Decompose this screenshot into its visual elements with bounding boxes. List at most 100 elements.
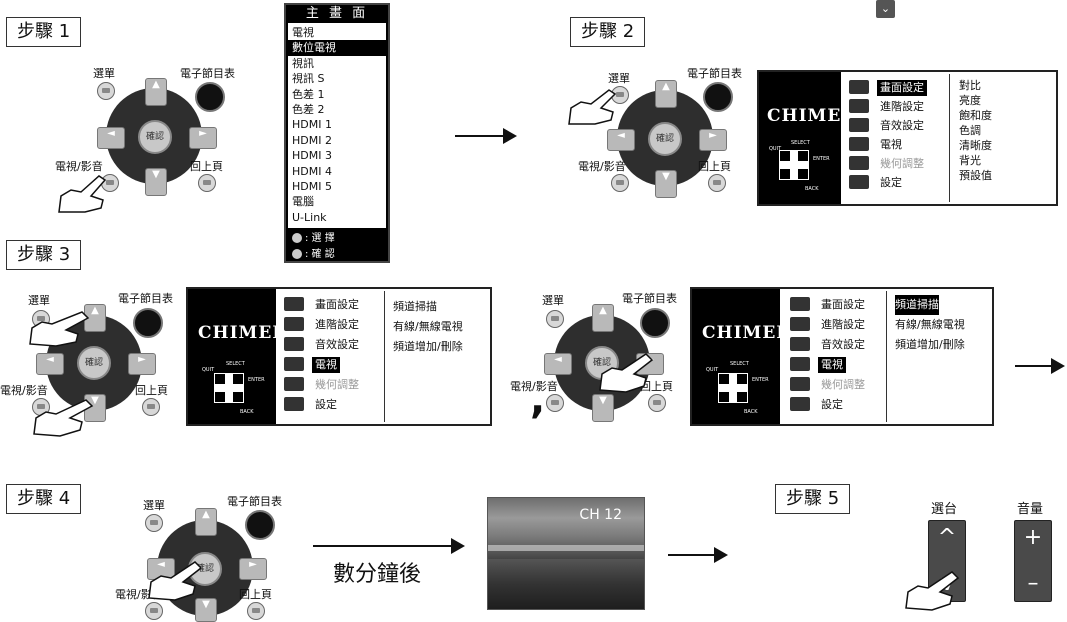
advanced-settings-icon xyxy=(849,99,869,113)
left-arrow-button[interactable]: ◄ xyxy=(97,127,125,149)
epg-button[interactable] xyxy=(703,82,733,112)
down-arrow-button[interactable]: ▼ xyxy=(655,170,677,198)
submenu-item[interactable]: 頻道掃描 xyxy=(895,295,939,315)
menu-button[interactable] xyxy=(546,310,564,328)
back-button[interactable] xyxy=(648,394,666,412)
submenu-item[interactable]: 背光 xyxy=(959,154,981,167)
epg-button[interactable] xyxy=(640,308,670,338)
up-arrow-button[interactable]: ▲ xyxy=(84,304,106,332)
settings-menu-item[interactable]: 幾何調整 xyxy=(790,377,885,393)
back-button[interactable] xyxy=(708,174,726,192)
volume-down-icon[interactable]: – xyxy=(1027,571,1039,596)
left-arrow-button[interactable]: ◄ xyxy=(544,353,572,375)
settings-menu-item[interactable]: 電視 xyxy=(284,357,379,373)
main-menu-item[interactable]: 數位電視 xyxy=(288,40,386,56)
main-menu-item[interactable]: 電視 xyxy=(292,26,314,39)
main-menu-item[interactable]: HDMI 5 xyxy=(292,180,332,194)
settings-menu-item[interactable]: 音效設定 xyxy=(284,337,379,353)
tv-av-button[interactable] xyxy=(546,394,564,412)
main-menu-item[interactable]: 色差 2 xyxy=(292,103,325,117)
back-label: 回上頁 xyxy=(239,588,272,601)
ok-button[interactable]: 確認 xyxy=(188,552,222,586)
sea-wave xyxy=(488,544,644,551)
main-menu-item[interactable]: U-Link xyxy=(292,210,327,224)
down-arrow-button[interactable]: ▼ xyxy=(145,168,167,196)
ok-button[interactable]: 確認 xyxy=(77,346,111,380)
menu-button[interactable] xyxy=(145,514,163,532)
submenu-item[interactable]: 有線/無線電視 xyxy=(393,320,463,333)
channel-up-icon[interactable]: ^ xyxy=(937,525,957,550)
submenu-item[interactable]: 亮度 xyxy=(959,94,981,107)
hand-pointer-icon xyxy=(599,353,654,393)
settings-menu-item[interactable]: 畫面設定 xyxy=(849,80,944,96)
main-menu-item[interactable]: HDMI 3 xyxy=(292,149,332,163)
left-arrow-button[interactable]: ◄ xyxy=(607,129,635,151)
right-arrow-button[interactable]: ► xyxy=(239,558,267,580)
select-key-icon xyxy=(292,233,302,244)
epg-button[interactable] xyxy=(245,510,275,540)
settings-menu-item[interactable]: 電視 xyxy=(790,357,885,373)
back-button[interactable] xyxy=(198,174,216,192)
hand-pointer-icon xyxy=(29,311,90,347)
settings-menu-item[interactable]: 音效設定 xyxy=(790,337,885,353)
shore xyxy=(488,559,644,609)
ok-button[interactable]: 確認 xyxy=(648,122,682,156)
settings-menu-item[interactable]: 幾何調整 xyxy=(284,377,379,393)
quit-text: QUIT xyxy=(769,146,782,152)
submenu-item[interactable]: 清晰度 xyxy=(959,139,992,152)
tv-av-button[interactable] xyxy=(611,174,629,192)
menu-button[interactable] xyxy=(97,82,115,100)
volume-key[interactable]: + – xyxy=(1014,520,1052,602)
left-arrow-button[interactable]: ◄ xyxy=(36,353,64,375)
submenu-item[interactable]: 頻道增加/刪除 xyxy=(393,340,463,353)
settings-menu-item[interactable]: 設定 xyxy=(849,175,944,191)
submenu-item[interactable]: 色調 xyxy=(959,124,981,137)
up-arrow-button[interactable]: ▲ xyxy=(655,80,677,108)
down-arrow-button[interactable]: ▼ xyxy=(195,598,217,622)
main-menu-item[interactable]: 視訊 S xyxy=(292,72,325,86)
settings-menu-item[interactable]: 設定 xyxy=(284,397,379,413)
main-menu-item[interactable]: HDMI 4 xyxy=(292,164,332,178)
submenu-item[interactable]: 頻道掃描 xyxy=(393,300,437,313)
settings-menu-item[interactable]: 音效設定 xyxy=(849,118,944,134)
brand-block: CHIMEI QUIT SELECT ENTER BACK xyxy=(692,289,784,424)
back-button[interactable] xyxy=(142,398,160,416)
chevron-down-icon[interactable]: ⌄ xyxy=(876,0,895,18)
volume-key-label: 音量 xyxy=(1016,502,1043,517)
submenu-item[interactable]: 對比 xyxy=(959,79,981,92)
settings-menu-item[interactable]: 進階設定 xyxy=(849,99,944,115)
epg-button[interactable] xyxy=(133,308,163,338)
settings-menu-item[interactable]: 進階設定 xyxy=(284,317,379,333)
settings-menu-item[interactable]: 畫面設定 xyxy=(284,297,379,313)
main-menu-item[interactable]: 色差 1 xyxy=(292,87,325,101)
settings-menu-item-label: 進階設定 xyxy=(315,318,359,331)
right-arrow-button[interactable]: ► xyxy=(699,129,727,151)
epg-button[interactable] xyxy=(195,82,225,112)
ok-button[interactable]: 確認 xyxy=(138,120,172,154)
main-menu-item[interactable]: HDMI 2 xyxy=(292,133,332,147)
main-menu-item[interactable]: HDMI 1 xyxy=(292,118,332,132)
settings-menu-item[interactable]: 電視 xyxy=(849,137,944,153)
submenu-item[interactable]: 預設值 xyxy=(959,169,992,182)
submenu-item[interactable]: 有線/無線電視 xyxy=(895,318,965,331)
main-menu-item[interactable]: 視訊 xyxy=(292,56,314,70)
settings-menu-item[interactable]: 幾何調整 xyxy=(849,156,944,172)
settings-menu-item[interactable]: 設定 xyxy=(790,397,885,413)
volume-up-icon[interactable]: + xyxy=(1023,525,1043,550)
settings-menu-item[interactable]: 畫面設定 xyxy=(790,297,885,313)
back-button[interactable] xyxy=(247,602,265,620)
down-arrow-button[interactable]: ▼ xyxy=(592,394,614,422)
up-arrow-button[interactable]: ▲ xyxy=(195,508,217,536)
settings-menu-item-label: 幾何調整 xyxy=(821,378,865,391)
up-arrow-button[interactable]: ▲ xyxy=(145,78,167,106)
right-arrow-button[interactable]: ► xyxy=(189,127,217,149)
settings-menu-panel: CHIMEI QUIT SELECT ENTER BACK 畫面設定進階設定音效… xyxy=(757,70,1058,206)
tv-av-button[interactable] xyxy=(145,602,163,620)
up-arrow-button[interactable]: ▲ xyxy=(592,304,614,332)
tv-av-button[interactable] xyxy=(101,174,119,192)
submenu-item[interactable]: 飽和度 xyxy=(959,109,992,122)
right-arrow-button[interactable]: ► xyxy=(128,353,156,375)
settings-menu-item[interactable]: 進階設定 xyxy=(790,317,885,333)
submenu-item[interactable]: 頻道增加/刪除 xyxy=(895,338,965,351)
main-menu-item[interactable]: 電腦 xyxy=(292,195,314,209)
